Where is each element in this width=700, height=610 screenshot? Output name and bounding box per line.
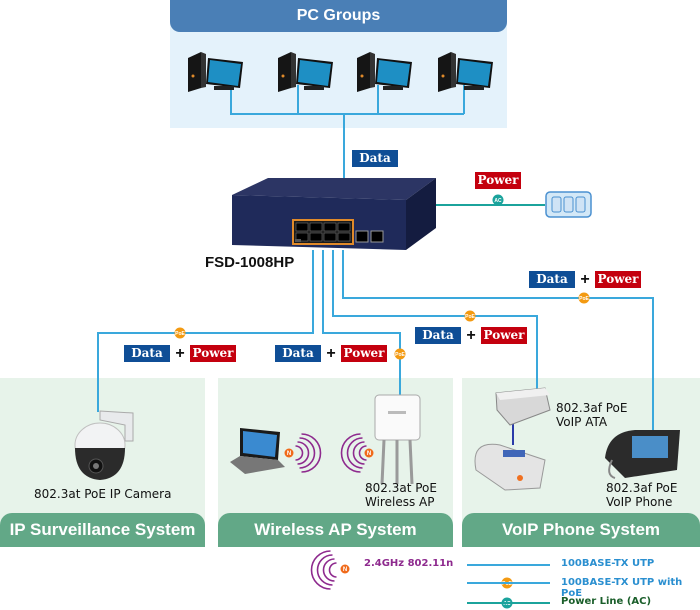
wifi-wave (310, 550, 331, 590)
wifi-wave (346, 437, 363, 469)
ap-label-line2: Wireless AP (365, 495, 435, 509)
power-tag: Power (190, 345, 236, 362)
wifi-wave (322, 558, 335, 582)
wireless-ap-device (374, 394, 421, 485)
svg-text:PoE: PoE (579, 296, 589, 302)
wifi-wave (295, 445, 304, 461)
wifi-wave (297, 441, 310, 465)
wifi-wave (301, 433, 322, 473)
plus-sign: + (580, 271, 590, 288)
pc-groups-title: PC Groups (170, 0, 507, 32)
voip-phone-device (605, 430, 680, 479)
poe-badge-icon: PoE (464, 310, 476, 322)
wifi-wave (340, 433, 361, 473)
wifi-wave (358, 445, 367, 461)
zone-title-ip-surveillance: IP Surveillance System (0, 513, 205, 547)
wifi-wave (299, 437, 316, 469)
poe-badge-icon: PoE (394, 348, 406, 360)
phone-label-line2: VoIP Phone (606, 495, 673, 509)
power-tag: Power (481, 327, 527, 344)
phone-label-line1: 802.3af PoE (606, 481, 678, 495)
legend-utp-label: 100BASE-TX UTP (561, 558, 655, 569)
data-tag: Data (124, 345, 170, 362)
pc-icon (438, 52, 493, 92)
pc-icon (188, 52, 243, 92)
wifi-wave (328, 562, 337, 578)
svg-text:PoE: PoE (395, 352, 405, 358)
camera-label: 802.3at PoE IP Camera (34, 487, 172, 501)
phone-poe-line (342, 250, 654, 430)
ap-poe-line (322, 250, 401, 395)
power-tag: Power (595, 271, 641, 288)
wireless-n-icon: N (340, 564, 350, 574)
ata-poe-line (332, 250, 538, 390)
uplink-port (355, 230, 369, 243)
analog-phone-device (474, 443, 546, 491)
legend-wireless-label: 2.4GHz 802.11n (364, 558, 454, 569)
svg-text:PoE: PoE (175, 331, 185, 337)
power-tag: Power (475, 172, 521, 189)
poe-badge-icon: PoE (578, 292, 590, 304)
svg-text:N: N (343, 567, 347, 573)
svg-text:AC: AC (494, 198, 502, 204)
zone-title-wireless-ap: Wireless AP System (218, 513, 453, 547)
camera-poe-line (97, 250, 314, 412)
svg-text:N: N (287, 451, 291, 457)
ata-label-line1: 802.3af PoE (556, 401, 628, 415)
legend-ac-label: Power Line (AC) (561, 596, 652, 607)
power-socket-icon (545, 191, 592, 218)
power-tag: Power (341, 345, 387, 362)
switch-model-label: FSD-1008HP (205, 254, 295, 271)
voip-ata-device (495, 387, 551, 426)
ap-label-line1: 802.3at PoE (365, 481, 437, 495)
data-tag: Data (275, 345, 321, 362)
pc-icon (278, 52, 333, 92)
data-tag: Data (352, 150, 398, 167)
svg-text:N: N (367, 451, 371, 457)
ata-label-line2: VoIP ATA (556, 415, 608, 429)
wireless-n-icon: N (364, 448, 374, 458)
wifi-wave (316, 554, 333, 586)
zone-title-voip: VoIP Phone System (462, 513, 700, 547)
legend-poe-label: 100BASE-TX UTP with PoE (561, 577, 683, 599)
plus-sign: + (466, 327, 476, 344)
svg-text:PoE: PoE (465, 314, 475, 320)
uplink-port (370, 230, 384, 243)
laptop-device (230, 428, 285, 474)
poe-badge-icon: PoE (174, 327, 186, 339)
plus-sign: + (326, 345, 336, 362)
wifi-wave (352, 441, 365, 465)
ac-badge-icon: AC (492, 194, 504, 206)
wireless-n-icon: N (284, 448, 294, 458)
plus-sign: + (175, 345, 185, 362)
pc-link-line (230, 85, 465, 195)
data-tag: Data (529, 271, 575, 288)
switch-device (232, 178, 436, 250)
data-tag: Data (415, 327, 461, 344)
pc-icon (357, 52, 412, 92)
ip-camera-device (74, 410, 134, 480)
